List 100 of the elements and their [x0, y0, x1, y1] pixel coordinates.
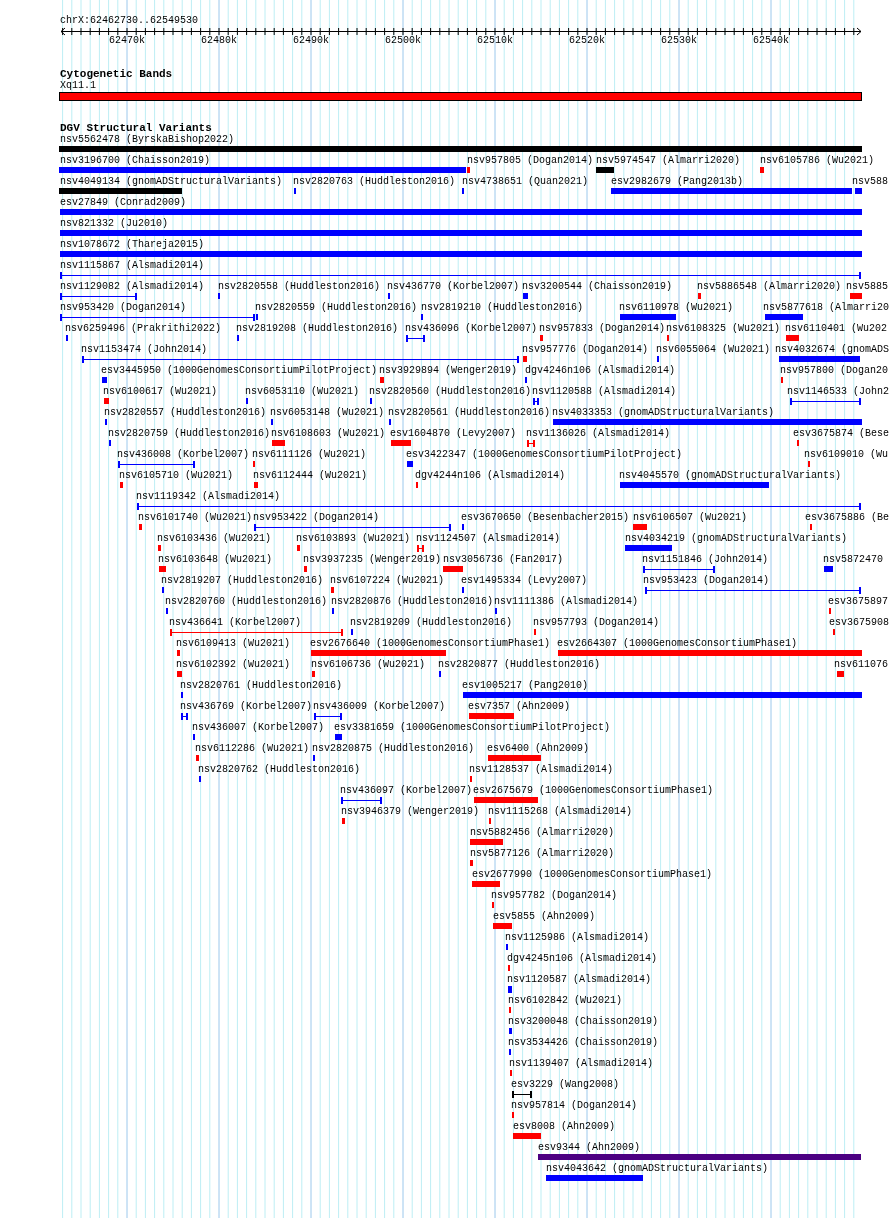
variant-label: nsv6103648 (Wu2021): [158, 554, 273, 566]
variant-label: nsv436096 (Korbel2007): [405, 323, 538, 335]
variant-label: nsv1124507 (Alsmadi2014): [416, 533, 561, 545]
variant-label: nsv4049134 (gnomADStructuralVariants): [60, 176, 283, 188]
variant-label: nsv5877126 (Almarri2020): [470, 848, 615, 860]
variant-label: nsv5562478 (ByrskaBishop2022): [60, 134, 235, 146]
variant-label: nsv6102842 (Wu2021): [508, 995, 623, 1007]
variant-label: esv3422347 (1000GenomesConsortiumPilotProject): [406, 449, 683, 461]
variant-label: nsv5886548 (Almarri2020): [697, 281, 842, 293]
variant-label: nsv1119342 (Alsmadi2014): [136, 491, 281, 503]
variant-label: esv7357 (Ahn2009): [468, 701, 571, 713]
variant-label: nsv6103893 (Wu2021): [296, 533, 411, 545]
tick-label: 62530k: [661, 35, 697, 47]
variant-label: nsv1146533 (John2: [787, 386, 890, 398]
variant-label: nsv953422 (Dogan2014): [253, 512, 380, 524]
variant-label: nsv6109413 (Wu2021): [176, 638, 291, 650]
variant-label: nsv436769 (Korbel2007): [180, 701, 313, 713]
variant-label: nsv6110401 (Wu202: [785, 323, 888, 335]
variant-label: esv27849 (Conrad2009): [60, 197, 187, 209]
variant-label: nsv4034219 (gnomADStructuralVariants): [625, 533, 848, 545]
variant-label: nsv957805 (Dogan2014): [467, 155, 594, 167]
variant-label: nsv2819207 (Huddleston2016): [161, 575, 324, 587]
variant-label: esv2982679 (Pang2013b): [611, 176, 744, 188]
variant-label: nsv6108325 (Wu2021): [666, 323, 781, 335]
variant-label: esv2677990 (1000GenomesConsortiumPhase1): [472, 869, 713, 881]
tick-label: 62500k: [385, 35, 421, 47]
variant-label: nsv6053148 (Wu2021): [270, 407, 385, 419]
variant-label: dgv4246n106 (Alsmadi2014): [525, 365, 676, 377]
variant-label: esv1495334 (Levy2007): [461, 575, 588, 587]
variant-label: esv2676640 (1000GenomesConsortiumPhase1): [310, 638, 551, 650]
variant-label: nsv436641 (Korbel2007): [169, 617, 302, 629]
variant-label: nsv436770 (Korbel2007): [387, 281, 520, 293]
variant-label: nsv6109010 (Wu: [804, 449, 888, 461]
variant-label: nsv1120587 (Alsmadi2014): [507, 974, 652, 986]
variant-label: nsv2820877 (Huddleston2016): [438, 659, 601, 671]
variant-label: nsv6105786 (Wu2021): [760, 155, 875, 167]
variant-label: nsv4033353 (gnomADStructuralVariants): [552, 407, 775, 419]
tick-label: 62520k: [569, 35, 605, 47]
region-coordinates: chrX:62462730..62549530: [60, 15, 199, 27]
tick-label: 62490k: [293, 35, 329, 47]
variant-label: nsv436007 (Korbel2007): [192, 722, 325, 734]
variant-label: nsv588: [852, 176, 888, 188]
variant-label: nsv5872470: [823, 554, 883, 566]
variant-label: nsv4045570 (gnomADStructuralVariants): [619, 470, 842, 482]
variant-label: nsv1151846 (John2014): [642, 554, 769, 566]
variant-label: nsv4032674 (gnomADS: [775, 344, 890, 356]
tick-label: 62540k: [753, 35, 789, 47]
tick-label: 62510k: [477, 35, 513, 47]
track-title: Cytogenetic Bands: [60, 68, 173, 80]
variant-label: nsv1139407 (Alsmadi2014): [509, 1058, 654, 1070]
variant-label: esv3445950 (1000GenomesConsortiumPilotProject): [101, 365, 378, 377]
variant-label: nsv957814 (Dogan2014): [511, 1100, 638, 1112]
variant-label: nsv6106736 (Wu2021): [311, 659, 426, 671]
variant-label: nsv1111386 (Alsmadi2014): [494, 596, 639, 608]
variant-label: nsv4043642 (gnomADStructuralVariants): [546, 1163, 769, 1175]
variant-label: nsv953423 (Dogan2014): [643, 575, 770, 587]
variant-label: esv1005217 (Pang2010): [462, 680, 589, 692]
variant-label: nsv2820558 (Huddleston2016): [218, 281, 381, 293]
variant-label: nsv6112444 (Wu2021): [253, 470, 368, 482]
variant-label: nsv6100617 (Wu2021): [103, 386, 218, 398]
variant-label: nsv6101740 (Wu2021): [138, 512, 253, 524]
variant-label: nsv1120588 (Alsmadi2014): [532, 386, 677, 398]
variant-label: nsv1078672 (Thareja2015): [60, 239, 205, 251]
variant-label: nsv2820760 (Huddleston2016): [165, 596, 328, 608]
variant-label: nsv436008 (Korbel2007): [117, 449, 250, 461]
variant-label: nsv6053110 (Wu2021): [245, 386, 360, 398]
variant-label: nsv611076: [834, 659, 888, 671]
variant-label: dgv4245n106 (Alsmadi2014): [507, 953, 658, 965]
variant-label: nsv2820875 (Huddleston2016): [312, 743, 475, 755]
variant-label: nsv1115268 (Alsmadi2014): [488, 806, 633, 818]
variant-label: dgv4244n106 (Alsmadi2014): [415, 470, 566, 482]
variant-label: nsv2819210 (Huddleston2016): [421, 302, 584, 314]
variant-label: nsv2820762 (Huddleston2016): [198, 764, 361, 776]
variant-label: nsv953420 (Dogan2014): [60, 302, 187, 314]
variant-label: nsv4738651 (Quan2021): [462, 176, 589, 188]
band-label: Xq11.1: [60, 80, 96, 92]
variant-label: esv5855 (Ahn2009): [493, 911, 596, 923]
variant-label: nsv6105710 (Wu2021): [119, 470, 234, 482]
variant-label: nsv6102392 (Wu2021): [176, 659, 291, 671]
variant-label: nsv6106507 (Wu2021): [633, 512, 748, 524]
variant-label: nsv6259496 (Prakrithi2022): [65, 323, 222, 335]
variant-label: nsv1115867 (Alsmadi2014): [60, 260, 205, 272]
tick-label: 62480k: [201, 35, 237, 47]
variant-label: esv3675897: [828, 596, 888, 608]
variant-label: nsv3946379 (Wenger2019): [341, 806, 480, 818]
variant-label: nsv6112286 (Wu2021): [195, 743, 310, 755]
variant-label: nsv3200048 (Chaisson2019): [508, 1016, 659, 1028]
variant-label: nsv821332 (Ju2010): [60, 218, 169, 230]
variant-label: nsv957776 (Dogan2014): [522, 344, 649, 356]
variant-label: nsv957833 (Dogan2014): [539, 323, 666, 335]
variant-label: nsv2820876 (Huddleston2016): [331, 596, 494, 608]
variant-label: nsv1136026 (Alsmadi2014): [526, 428, 671, 440]
variant-label: nsv1125986 (Alsmadi2014): [505, 932, 650, 944]
variant-label: nsv2820763 (Huddleston2016): [293, 176, 456, 188]
variant-label: esv3675886 (Be: [805, 512, 889, 524]
variant-label: nsv3056736 (Fan2017): [443, 554, 564, 566]
variant-label: nsv6107224 (Wu2021): [330, 575, 445, 587]
variant-label: nsv2820759 (Huddleston2016): [108, 428, 271, 440]
variant-label: nsv6108603 (Wu2021): [271, 428, 386, 440]
variant-label: nsv436009 (Korbel2007): [313, 701, 446, 713]
